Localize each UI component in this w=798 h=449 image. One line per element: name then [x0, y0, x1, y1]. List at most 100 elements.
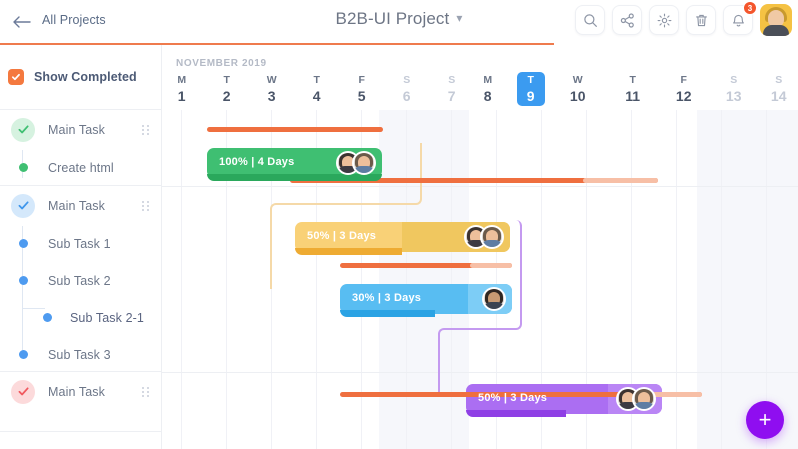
search-icon[interactable] — [575, 5, 605, 35]
assignee-avatars[interactable] — [482, 287, 506, 311]
day-num: 4 — [312, 88, 321, 104]
task-row-sub-3[interactable]: Sub Task 3 — [0, 336, 162, 373]
task-progress-bar — [466, 410, 566, 417]
summary-bar-remaining — [627, 392, 702, 397]
task-bar-sub-2[interactable]: 30% | 3 Days — [340, 284, 512, 317]
task-row-create-html[interactable]: Create html — [0, 149, 162, 186]
day-num: 8 — [483, 88, 492, 104]
summary-bar-remaining — [583, 178, 658, 183]
status-dot-icon — [8, 276, 38, 285]
avatar[interactable] — [760, 4, 792, 36]
task-bar-label: 30% | 3 Days — [352, 292, 422, 304]
day-header-5[interactable]: F 5 — [339, 74, 384, 105]
day-num: 7 — [447, 88, 456, 104]
timeline-panel: NOVEMBER 2019 M 1 T 2 W 3 T 4 F 5 S 6 S — [162, 45, 798, 449]
gear-icon[interactable] — [649, 5, 679, 35]
bell-icon[interactable]: 3 — [723, 1, 757, 35]
notification-badge: 3 — [743, 1, 757, 15]
task-row-sub-2[interactable]: Sub Task 2 — [0, 262, 162, 299]
show-completed-label: Show Completed — [34, 70, 137, 84]
task-row-sub-1[interactable]: Sub Task 1 — [0, 225, 162, 262]
task-progress-bar — [340, 310, 435, 317]
task-row-label: Sub Task 1 — [48, 236, 111, 251]
task-bar-label: 50% | 3 Days — [478, 392, 548, 404]
day-dow: S — [730, 74, 738, 86]
day-header-10[interactable]: W 10 — [555, 74, 600, 105]
status-dot-icon — [8, 239, 38, 248]
avatar — [480, 225, 504, 249]
drag-handle-icon[interactable] — [142, 386, 149, 397]
dependency-connector-1 — [382, 143, 422, 205]
task-row-main-3[interactable]: Main Task — [0, 372, 162, 411]
checkbox-checked-icon[interactable] — [8, 69, 24, 85]
drag-handle-icon[interactable] — [142, 124, 149, 135]
avatar — [352, 151, 376, 175]
task-row-sub-2-1[interactable]: Sub Task 2-1 — [0, 299, 162, 336]
task-bar-sub-1[interactable]: 50% | 3 Days — [295, 222, 510, 255]
all-projects-link[interactable]: All Projects — [42, 13, 106, 27]
day-header-4[interactable]: T 4 — [294, 74, 339, 105]
day-dow: F — [358, 74, 365, 86]
day-header-8[interactable]: M 8 — [465, 74, 510, 105]
day-header-12[interactable]: F 12 — [661, 74, 706, 105]
summary-bar-3[interactable] — [340, 263, 512, 268]
day-dow: S — [448, 74, 456, 86]
day-header-14[interactable]: S 14 — [756, 74, 798, 105]
task-bar-label: 100% | 4 Days — [219, 156, 295, 168]
day-num: 1 — [177, 88, 186, 104]
summary-bar-remaining — [470, 263, 512, 268]
project-title-text: B2B-UI Project — [335, 9, 450, 28]
dependency-connector-2 — [508, 220, 522, 330]
task-row-label: Sub Task 3 — [48, 347, 111, 362]
day-header-9[interactable]: T 9 — [508, 74, 553, 105]
day-num: 3 — [267, 88, 276, 104]
share-icon[interactable] — [612, 5, 642, 35]
task-row-main-2[interactable]: Main Task — [0, 186, 162, 225]
dependency-connector-2b — [438, 328, 510, 392]
back-arrow-icon[interactable] — [12, 12, 32, 32]
assignee-avatars[interactable] — [616, 387, 656, 411]
toolbar-icons: 3 — [575, 1, 792, 36]
avatar — [482, 287, 506, 311]
add-task-button[interactable]: + — [746, 401, 784, 439]
chevron-down-icon[interactable]: ▾ — [456, 11, 463, 25]
trash-icon[interactable] — [686, 5, 716, 35]
drag-handle-icon[interactable] — [142, 200, 149, 211]
day-header-1[interactable]: M 1 — [162, 74, 204, 105]
day-header-6[interactable]: S 6 — [384, 74, 429, 105]
day-header-7[interactable]: S 7 — [429, 74, 474, 105]
weekend-column — [424, 110, 470, 449]
task-row-label: Create html — [48, 160, 114, 175]
assignee-avatars[interactable] — [336, 151, 376, 175]
task-row-label: Main Task — [48, 198, 105, 213]
task-row-label: Sub Task 2-1 — [70, 310, 144, 325]
day-header-2[interactable]: T 2 — [204, 74, 249, 105]
task-progress-bar — [207, 174, 382, 181]
day-header-3[interactable]: W 3 — [249, 74, 294, 105]
status-check-icon[interactable] — [8, 193, 38, 218]
show-completed-toggle[interactable]: Show Completed — [0, 45, 162, 110]
weekend-column — [697, 110, 798, 449]
summary-bar-4[interactable] — [340, 392, 702, 397]
day-num: 9 — [526, 88, 535, 104]
status-check-icon[interactable] — [8, 117, 38, 142]
status-dot-icon — [32, 313, 62, 322]
task-bar-label: 50% | 3 Days — [307, 230, 377, 242]
day-num: 6 — [402, 88, 411, 104]
task-bar-sub-3[interactable]: 50% | 3 Days — [466, 384, 662, 417]
task-row-label: Main Task — [48, 122, 105, 137]
dependency-connector-1b — [270, 203, 384, 289]
day-num: 10 — [569, 88, 586, 104]
status-check-icon[interactable] — [8, 379, 38, 404]
plus-icon: + — [758, 407, 772, 432]
day-dow: T — [223, 74, 230, 86]
task-row-main-1[interactable]: Main Task — [0, 110, 162, 149]
day-header-13[interactable]: S 13 — [711, 74, 756, 105]
task-bar-create-html[interactable]: 100% | 4 Days — [207, 148, 382, 181]
day-header-11[interactable]: T 11 — [610, 74, 655, 105]
day-dow: F — [680, 74, 687, 86]
summary-bar-2[interactable] — [290, 178, 658, 183]
summary-bar-1[interactable] — [207, 127, 383, 132]
assignee-avatars[interactable] — [464, 225, 504, 249]
